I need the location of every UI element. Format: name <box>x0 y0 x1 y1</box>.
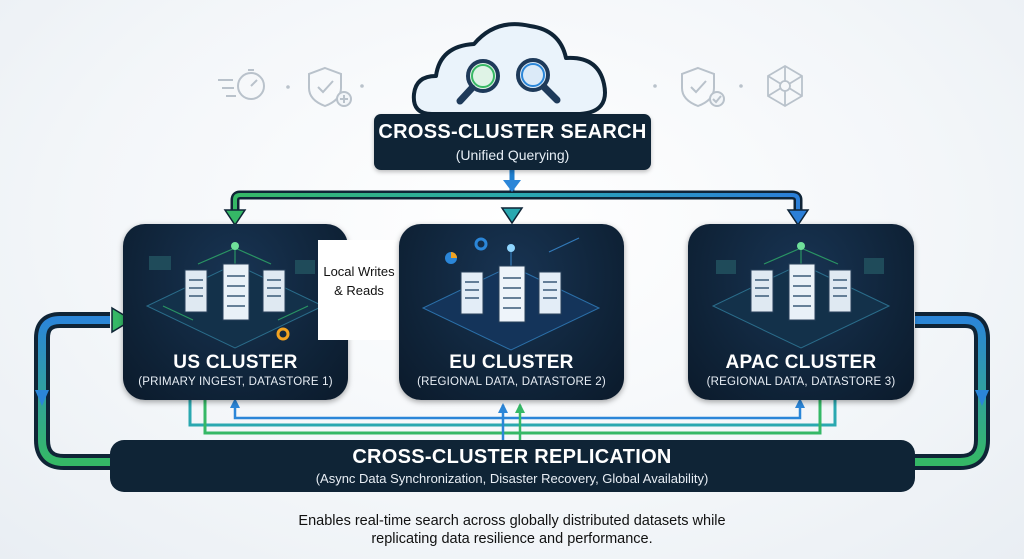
server-icon <box>145 242 325 349</box>
cluster-subtitle: (REGIONAL DATA, DATASTORE 3) <box>706 376 896 388</box>
cluster-name: EU CLUSTER <box>449 352 574 373</box>
eu-cluster-panel: EU CLUSTER (REGIONAL DATA, DATASTORE 2) <box>399 224 624 400</box>
replication-subtitle: (Async Data Synchronization, Disaster Re… <box>315 471 709 486</box>
magnifier-icon <box>456 59 500 105</box>
cluster-subtitle: (PRIMARY INGEST, DATASTORE 1) <box>138 376 333 388</box>
search-title: CROSS-CLUSTER SEARCH <box>378 121 647 143</box>
cluster-name: APAC CLUSTER <box>725 352 877 373</box>
cluster-subtitle: (REGIONAL DATA, DATASTORE 2) <box>417 376 606 388</box>
server-icon <box>421 237 601 351</box>
search-distribution-connector <box>223 170 810 227</box>
shield-check-icon <box>681 66 725 108</box>
server-icon <box>711 242 891 349</box>
stopwatch-icon <box>218 69 265 100</box>
caption-line2: replicating data resilience and performa… <box>371 531 653 547</box>
network-node-icon <box>767 64 803 108</box>
us-cluster-panel: US CLUSTER (PRIMARY INGEST, DATASTORE 1) <box>123 224 348 400</box>
inter-cluster-replication-lines <box>188 398 837 440</box>
diagram-caption: Enables real-time search across globally… <box>212 512 812 548</box>
cloud-icon <box>411 22 607 116</box>
search-subtitle: (Unified Querying) <box>455 147 570 163</box>
magnifier-icon <box>516 58 561 104</box>
local-label-line2: & Reads <box>334 283 384 298</box>
apac-cluster-panel: APAC CLUSTER (REGIONAL DATA, DATASTORE 3… <box>688 224 914 400</box>
local-writes-label: Local Writes & Reads <box>318 240 398 340</box>
cross-cluster-search-box: CROSS-CLUSTER SEARCH (Unified Querying) <box>374 114 651 170</box>
caption-line1: Enables real-time search across globally… <box>298 513 726 529</box>
shield-plus-icon <box>308 66 352 108</box>
cross-cluster-replication-bar <box>110 440 915 492</box>
cluster-name: US CLUSTER <box>173 352 298 373</box>
replication-title: CROSS-CLUSTER REPLICATION <box>352 446 672 468</box>
local-label-line1: Local Writes <box>323 264 395 279</box>
